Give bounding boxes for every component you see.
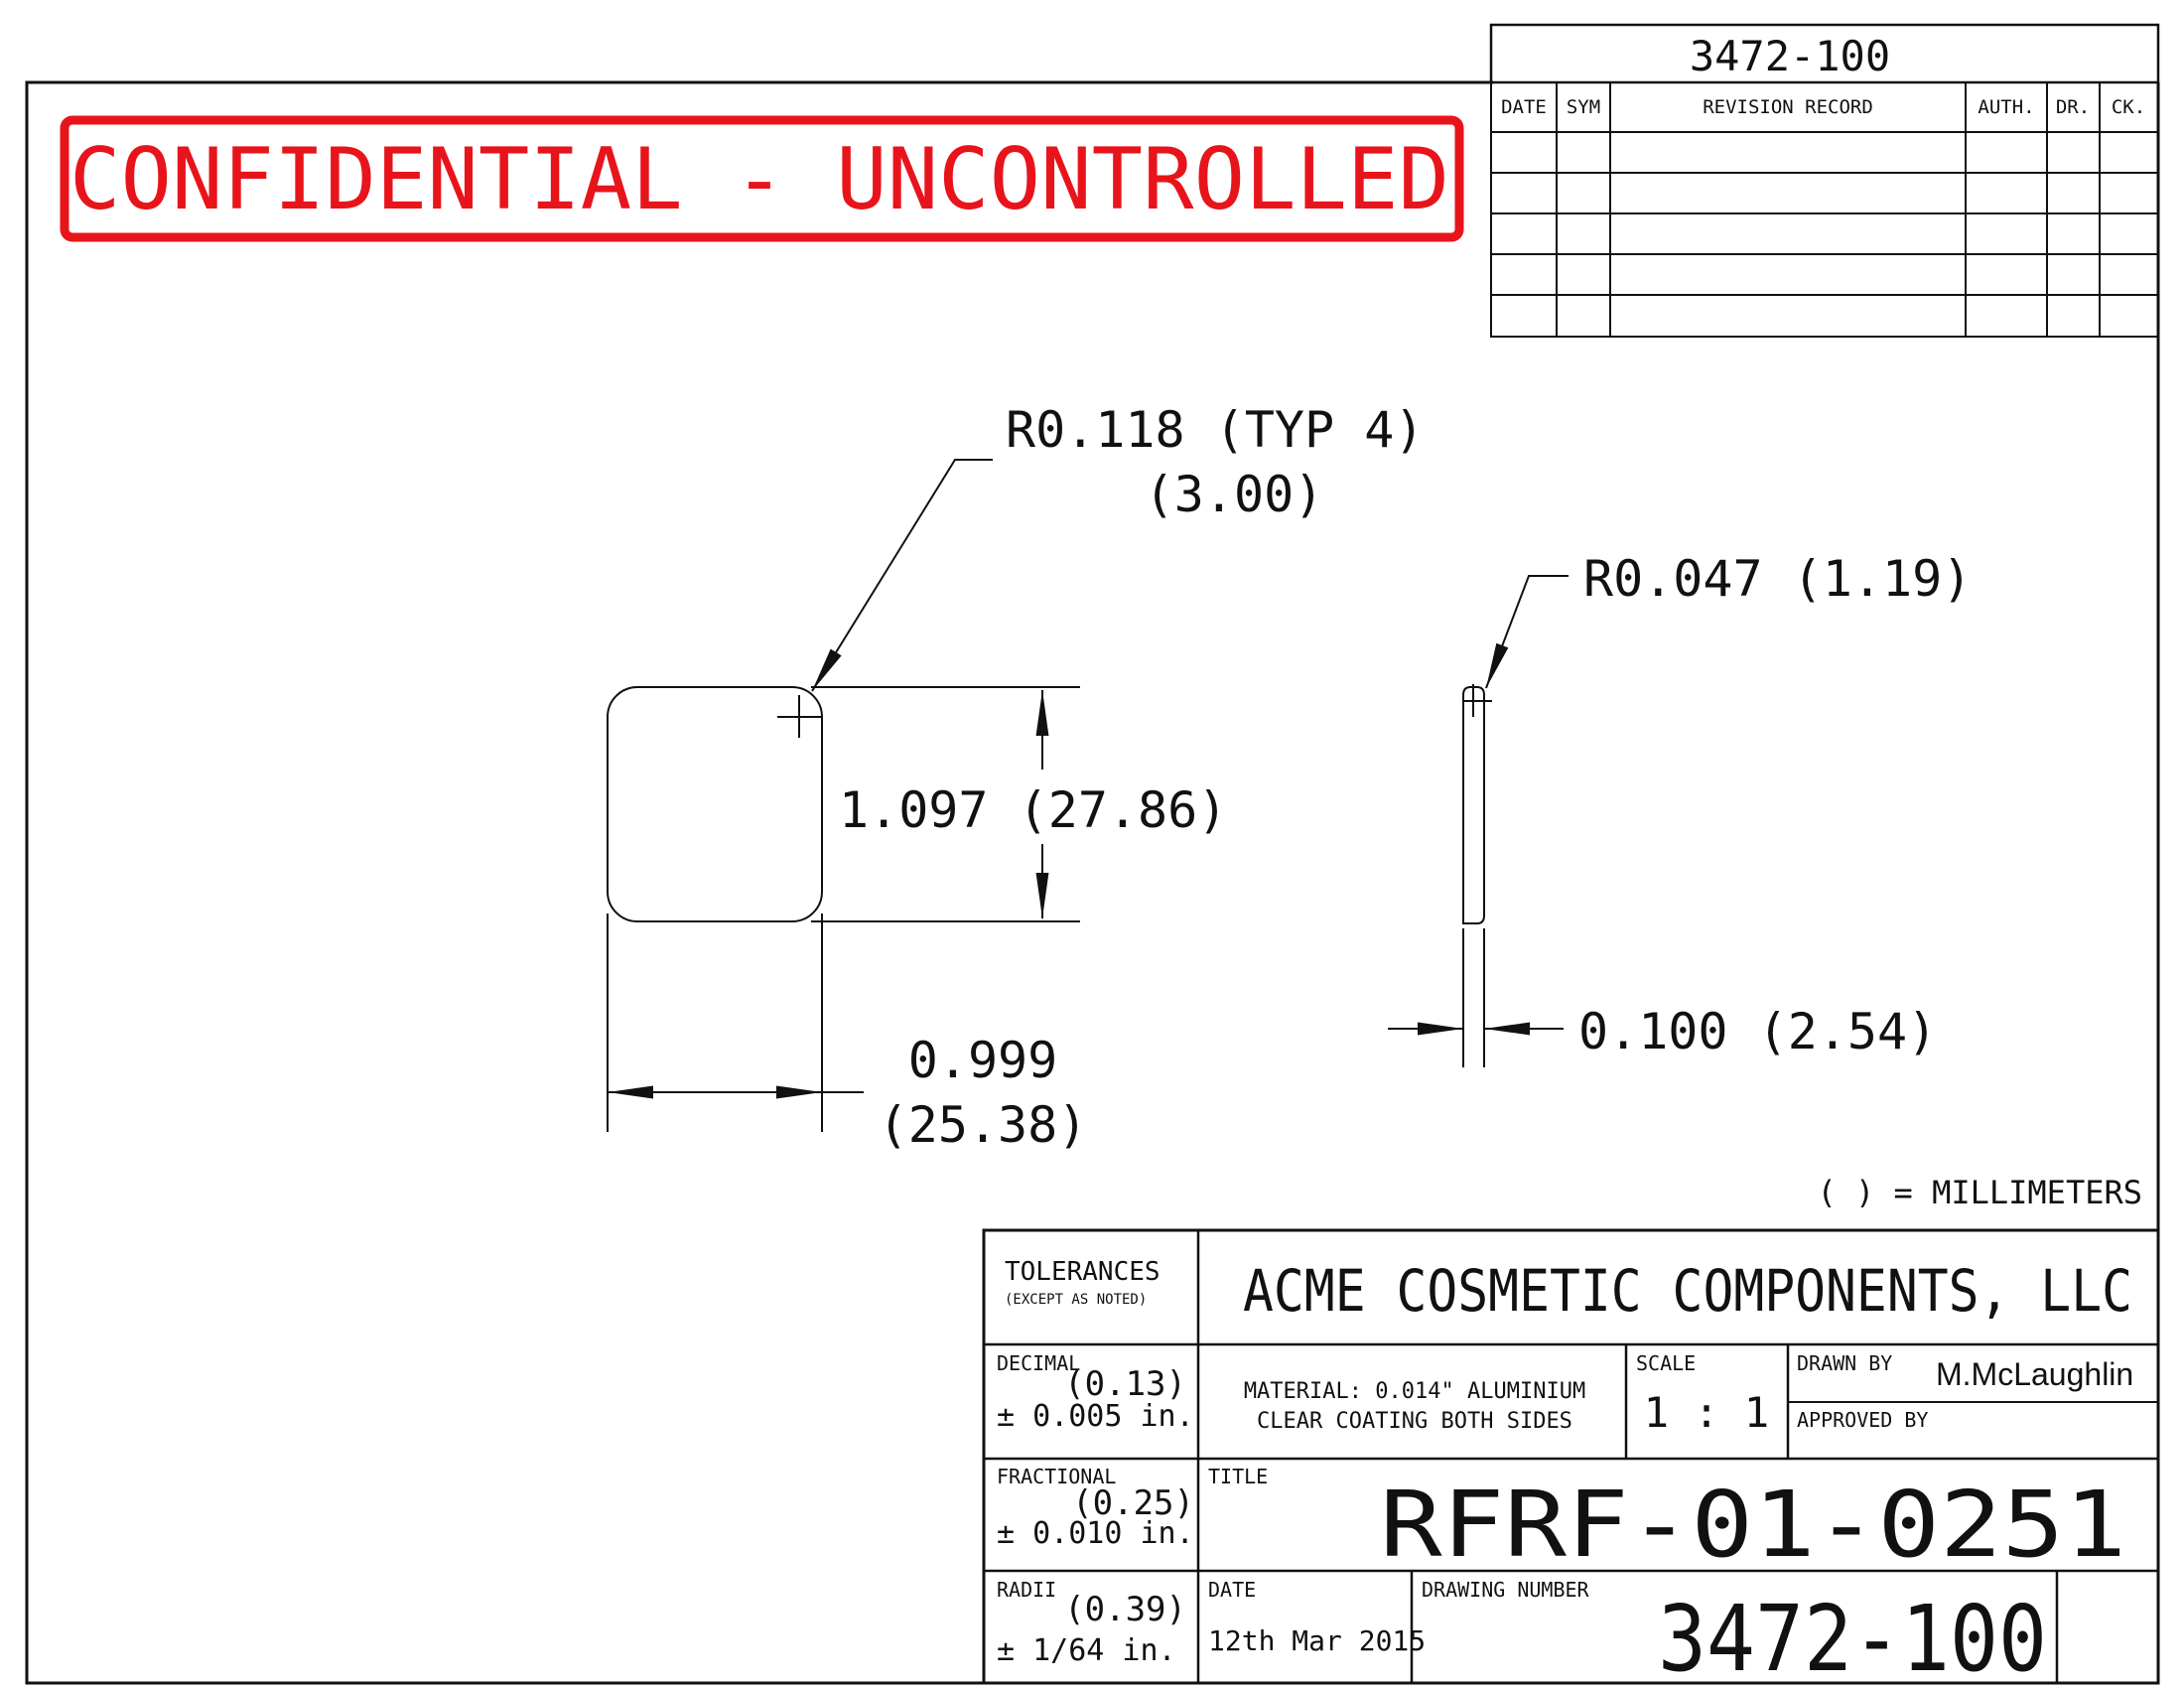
edge-radius-label: R0.047 (1.19) xyxy=(1583,550,1972,608)
rev-header-auth: AUTH. xyxy=(1978,96,2034,118)
front-view xyxy=(607,459,1080,1132)
title-block xyxy=(982,1228,2160,1685)
units-note: ( ) = MILLIMETERS xyxy=(1817,1174,2142,1211)
tolerances-label: TOLERANCES xyxy=(1005,1257,1160,1287)
edge-radius-leader xyxy=(1485,575,1569,689)
scale-value: 1 : 1 xyxy=(1644,1388,1769,1437)
drawing-number-tab: 3472-100 xyxy=(1489,23,2160,84)
approved-by-label: APPROVED BY xyxy=(1797,1408,1928,1432)
revision-table-headers: DATE SYM REVISION RECORD AUTH. DR. CK. xyxy=(1501,96,2145,118)
rev-header-dr: DR. xyxy=(2056,96,2090,118)
material-line-2: CLEAR COATING BOTH SIDES xyxy=(1257,1409,1572,1434)
part-outline-front xyxy=(607,686,823,922)
radii-label: RADII xyxy=(997,1578,1056,1602)
width-dimension-label-1: 0.999 xyxy=(908,1032,1058,1089)
company-name: ACME COSMETIC COMPONENTS, LLC xyxy=(1243,1257,2132,1325)
radii-mm: (0.39) xyxy=(1064,1590,1186,1629)
revision-table xyxy=(1490,81,2159,338)
side-view xyxy=(1388,575,1569,1067)
drawing-number-label: DRAWING NUMBER xyxy=(1422,1578,1590,1602)
decimal-value: ± 0.005 in. xyxy=(997,1399,1194,1434)
date-value: 12th Mar 2015 xyxy=(1208,1624,1426,1657)
scale-label: SCALE xyxy=(1636,1351,1696,1375)
confidential-stamp-text: CONFIDENTIAL - UNCONTROLLED xyxy=(69,130,1449,229)
fractional-mm: (0.25) xyxy=(1072,1483,1194,1523)
rev-header-date: DATE xyxy=(1501,96,1547,118)
drawn-by-label: DRAWN BY xyxy=(1797,1351,1892,1375)
drawing-number-value: 3472-100 xyxy=(1658,1586,2047,1688)
sheet-border xyxy=(25,80,2160,1685)
confidential-stamp: CONFIDENTIAL - UNCONTROLLED xyxy=(60,115,1464,242)
decimal-label: DECIMAL xyxy=(997,1351,1080,1375)
width-dimension-label-2: (25.38) xyxy=(879,1096,1088,1154)
fractional-label: FRACTIONAL xyxy=(997,1465,1116,1488)
rev-header-sym: SYM xyxy=(1567,96,1600,118)
fractional-value: ± 0.010 in. xyxy=(997,1516,1194,1551)
drawing-number-tab-text: 3472-100 xyxy=(1690,32,1890,80)
date-label: DATE xyxy=(1208,1578,1256,1602)
thickness-dimension-label: 0.100 (2.54) xyxy=(1578,1003,1937,1060)
title-value: RFRF-01-0251 xyxy=(1380,1472,2126,1578)
rev-header-record: REVISION RECORD xyxy=(1703,96,1873,118)
corner-radius-label-1: R0.118 (TYP 4) xyxy=(1006,401,1424,459)
drawn-by-value: M.McLaughlin xyxy=(1936,1356,2133,1392)
material-line-1: MATERIAL: 0.014" ALUMINIUM xyxy=(1244,1379,1585,1404)
corner-radius-label-2: (3.00) xyxy=(1145,466,1324,523)
radii-value: ± 1/64 in. xyxy=(997,1633,1176,1668)
tolerances-sub: (EXCEPT AS NOTED) xyxy=(1005,1292,1147,1308)
corner-radius-leader xyxy=(811,459,993,692)
decimal-mm: (0.13) xyxy=(1064,1364,1186,1404)
rev-header-ck: CK. xyxy=(2112,96,2145,118)
part-outline-side xyxy=(1462,686,1485,924)
height-dimension-label: 1.097 (27.86) xyxy=(839,781,1227,839)
title-label: TITLE xyxy=(1208,1465,1268,1488)
